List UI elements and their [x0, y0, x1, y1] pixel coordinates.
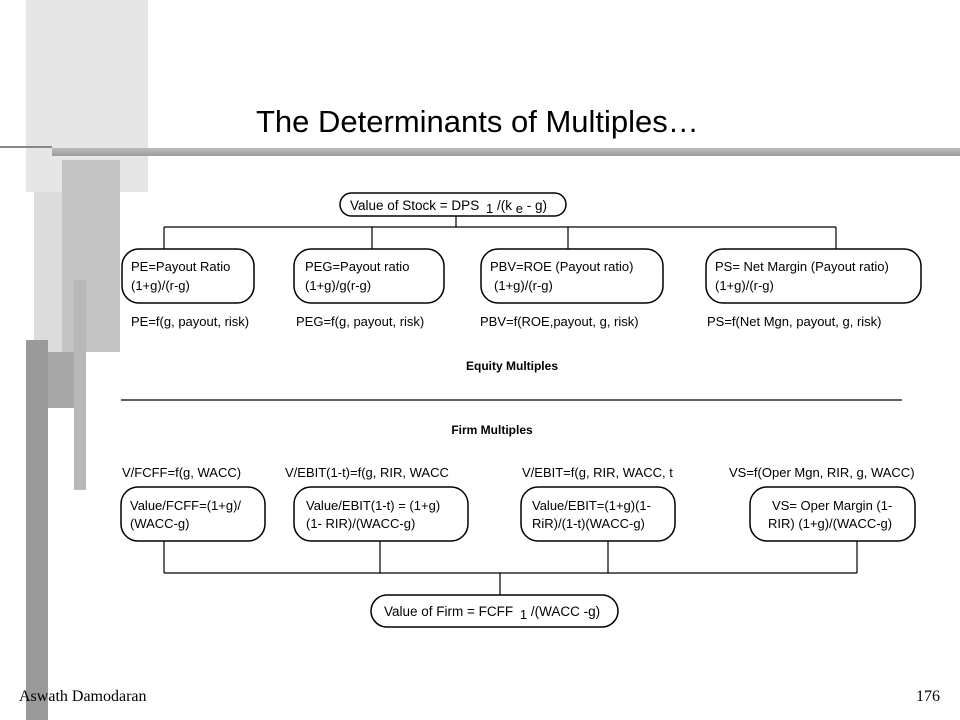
firm-box-fcff-line2: (WACC-g): [130, 516, 189, 531]
equity-caption-pbv: PBV=f(ROE,payout, g, risk): [480, 314, 639, 329]
firm-caption-ebit1t: V/EBIT(1-t)=f(g, RIR, WACC: [285, 465, 449, 480]
equity-box-pe-line2: (1+g)/(r-g): [131, 278, 190, 293]
firm-caption-fcff: V/FCFF=f(g, WACC): [122, 465, 241, 480]
stock-value-sub: 1: [486, 201, 493, 216]
firm-value-end: /(WACC -g): [531, 604, 600, 619]
equity-box-peg-line2: (1+g)/g(r-g): [305, 278, 371, 293]
firm-box-vs-line2: RIR) (1+g)/(WACC-g): [768, 516, 892, 531]
firm-box-fcff: Value/FCFF=(1+g)/ (WACC-g): [120, 486, 266, 542]
equity-box-ps-line1: PS= Net Margin (Payout ratio): [715, 259, 889, 274]
firm-value-sub: 1: [520, 607, 527, 622]
firm-box-ebit-line1: Value/EBIT=(1+g)(1-: [532, 498, 651, 513]
decor-bar-mid-3: [74, 280, 86, 490]
firm-value-text: Value of Firm = FCFF: [384, 604, 513, 619]
decor-bar-mid-2: [44, 352, 74, 408]
stock-value-node: Value of Stock = DPS 1 /(k e - g): [339, 192, 567, 217]
firm-box-ebit: Value/EBIT=(1+g)(1- RiR)/(1-t)(WACC-g): [520, 486, 676, 542]
svg-text:Value of Firm = FCFF 1: Value of Firm = FCFF 1 /(WACC -g): [384, 604, 600, 622]
firm-box-ebit-line2: RiR)/(1-t)(WACC-g): [532, 516, 645, 531]
stock-value-mid: /(k: [497, 198, 512, 213]
equity-caption-pe: PE=f(g, payout, risk): [131, 314, 249, 329]
equity-box-pe-line1: PE=Payout Ratio: [131, 259, 230, 274]
slide-title: The Determinants of Multiples…: [256, 104, 699, 139]
equity-box-pbv-line1: PBV=ROE (Payout ratio): [490, 259, 633, 274]
title-rule-left: [0, 146, 52, 148]
firm-box-fcff-line1: Value/FCFF=(1+g)/: [130, 498, 241, 513]
firm-box-vs-line1: VS= Oper Margin (1-: [772, 498, 892, 513]
firm-multiples-label: Firm Multiples: [451, 423, 533, 437]
firm-caption-ebit: V/EBIT=f(g, RIR, WACC, t: [522, 465, 673, 480]
stock-value-text: Value of Stock = DPS: [350, 198, 479, 213]
firm-box-ebit1t-line1: Value/EBIT(1-t) = (1+g): [306, 498, 440, 513]
title-rule: [52, 148, 960, 156]
equity-box-ps-line2: (1+g)/(r-g): [715, 278, 774, 293]
equity-box-pbv: PBV=ROE (Payout ratio) (1+g)/(r-g): [480, 248, 664, 304]
equity-box-peg-line1: PEG=Payout ratio: [305, 259, 409, 274]
equity-multiples-label: Equity Multiples: [466, 359, 558, 373]
svg-text:Value of Stock = DPS 1: Value of Stock = DPS 1 /(k e - g): [350, 198, 547, 216]
equity-box-ps: PS= Net Margin (Payout ratio) (1+g)/(r-g…: [705, 248, 922, 304]
firm-caption-vs: VS=f(Oper Mgn, RIR, g, WACC): [729, 465, 915, 480]
equity-box-peg: PEG=Payout ratio (1+g)/g(r-g): [293, 248, 445, 304]
firm-box-ebit1t: Value/EBIT(1-t) = (1+g) (1- RIR)/(WACC-g…: [293, 486, 469, 542]
footer-page-number: 176: [916, 688, 940, 705]
equity-box-pbv-line2: (1+g)/(r-g): [494, 278, 553, 293]
equity-caption-ps: PS=f(Net Mgn, payout, g, risk): [707, 314, 881, 329]
firm-box-vs: VS= Oper Margin (1- RIR) (1+g)/(WACC-g): [749, 486, 916, 542]
footer-author: Aswath Damodaran: [19, 688, 147, 705]
equity-caption-peg: PEG=f(g, payout, risk): [296, 314, 424, 329]
equity-box-pe: PE=Payout Ratio (1+g)/(r-g): [121, 248, 255, 304]
firm-box-ebit1t-line2: (1- RIR)/(WACC-g): [306, 516, 415, 531]
decor-bar-light-2: [34, 192, 62, 352]
stock-value-end: - g): [527, 198, 547, 213]
firm-value-node: Value of Firm = FCFF 1 /(WACC -g): [370, 594, 619, 628]
decor-bar-mid: [62, 160, 120, 352]
stock-value-sub2: e: [516, 201, 523, 216]
decor-bar-dark: [26, 340, 48, 720]
